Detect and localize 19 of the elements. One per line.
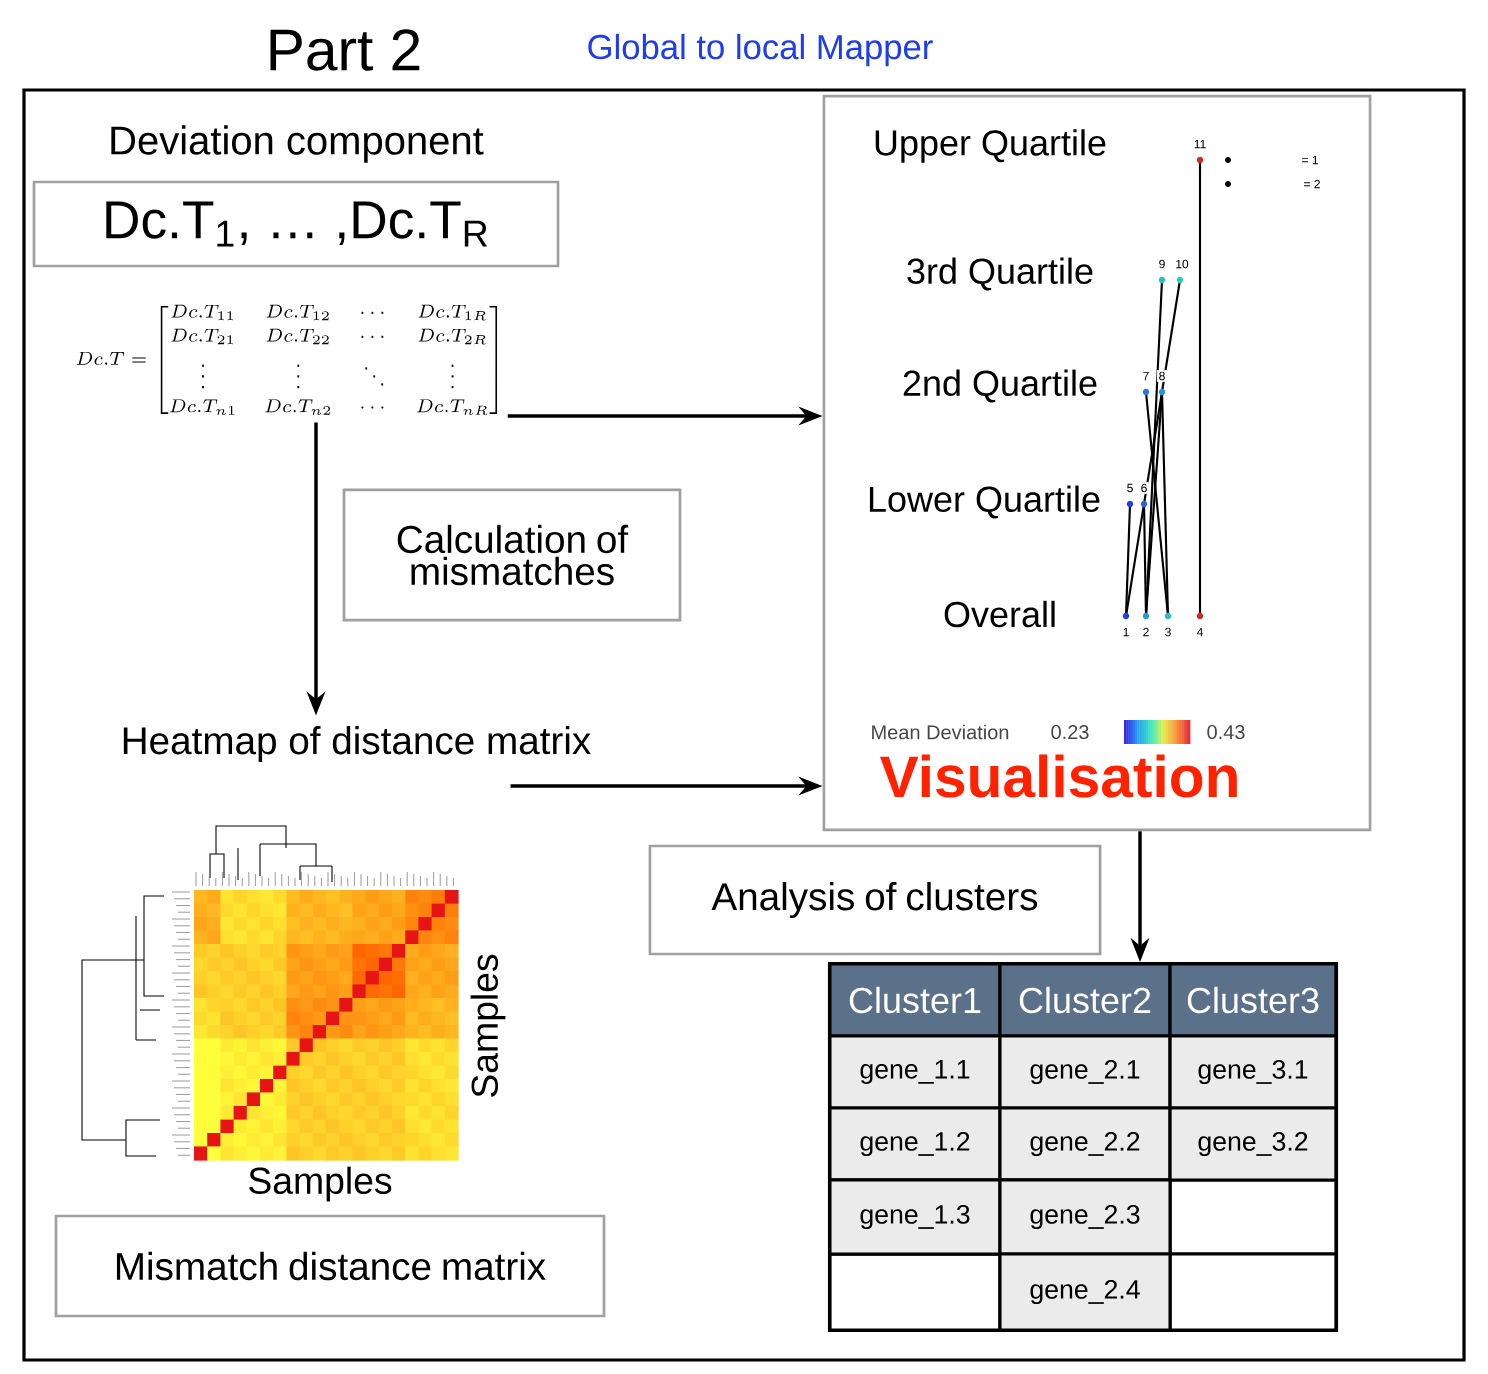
axis-label: Overall [944,600,1055,628]
subtitle: Global to local Mapper [588,33,933,67]
text-box: Dc.T$_{1}$, … ,Dc.T$_{R}$ [32,180,560,268]
colorbar-label: Mean Deviation [872,724,1009,740]
heading: Deviation component [111,125,484,163]
colorbar-label: 0.43 [1207,724,1245,740]
axis-label: Lower Quartile [869,485,1100,519]
text-box: Calculation of mismatches [342,488,682,622]
heading: Heatmap of distance matrix [123,726,591,763]
axis-label: 2nd Quartile [903,369,1097,403]
axis-label: 3rd Quartile [907,257,1093,291]
panel-title: Visualisation [880,754,1237,798]
matrix-formula: $Dc.T = \begin{bmatrix} Dc.T_{11} & Dc.T_{12} & \cdots & Dc.T_{1R} \\ Dc.T_{21} & Dc.T_{22} & \cdots & Dc.T_{2R} \\ \vdots & \vdots & \ddots & \vdots \\ Dc.T_{n1} & Dc.T_{n2} & \cdots & Dc.T_{nR} \end{bmatrix}$ [76,304,497,416]
colorbar-label: 0.23 [1051,724,1089,740]
text-box: Mismatch distance matrix [54,1214,606,1318]
text-box: Analysis of clusters [648,844,1102,956]
axis-label: Upper Quartile [875,129,1106,163]
title: Part 2 [270,29,420,71]
axis-label: Samples [470,954,506,1097]
